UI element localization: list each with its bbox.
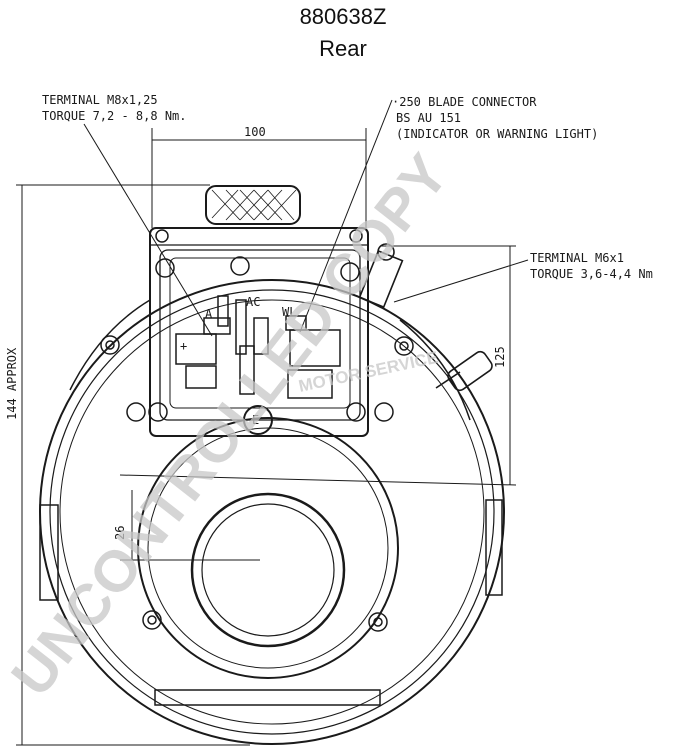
box-screws — [126, 229, 394, 435]
blade-connector-purpose: (INDICATOR OR WARNING LIGHT) — [396, 127, 598, 141]
blade-connector-label: ·250 BLADE CONNECTOR — [392, 95, 537, 109]
part-number: 880638Z — [299, 4, 387, 29]
m6-terminal-stud — [358, 243, 493, 392]
dimension-width: 100 — [244, 125, 266, 139]
blade-connector-standard: BS AU 151 — [396, 111, 461, 125]
terminal-ac-label: AC — [246, 295, 260, 309]
internal-terminals — [175, 295, 341, 399]
view-label: Rear — [319, 36, 367, 61]
mounting-holes — [100, 335, 414, 632]
terminal-box — [149, 227, 369, 437]
dimension-offset: 26 — [113, 526, 127, 540]
bearing-boss — [137, 417, 399, 679]
leader-lines — [83, 99, 529, 337]
terminal-m8-label: TERMINAL M8x1,25 — [42, 93, 158, 107]
knurled-cap — [205, 185, 301, 225]
dimension-lines — [16, 128, 517, 746]
terminal-m8-torque: TORQUE 7,2 - 8,8 Nm. — [42, 109, 187, 123]
terminal-m6-torque: TORQUE 3,6-4,4 Nm — [530, 267, 653, 281]
dimension-height-right: 125 — [493, 346, 507, 368]
terminal-a-label: A — [205, 307, 213, 321]
earth-terminal-label: E — [252, 413, 259, 427]
terminal-m6-label: TERMINAL M6x1 — [530, 251, 624, 265]
terminal-plus-label: + — [180, 339, 187, 353]
dimension-height-left: 144 APPROX — [5, 347, 19, 420]
terminal-wl-label: WL — [282, 305, 296, 319]
